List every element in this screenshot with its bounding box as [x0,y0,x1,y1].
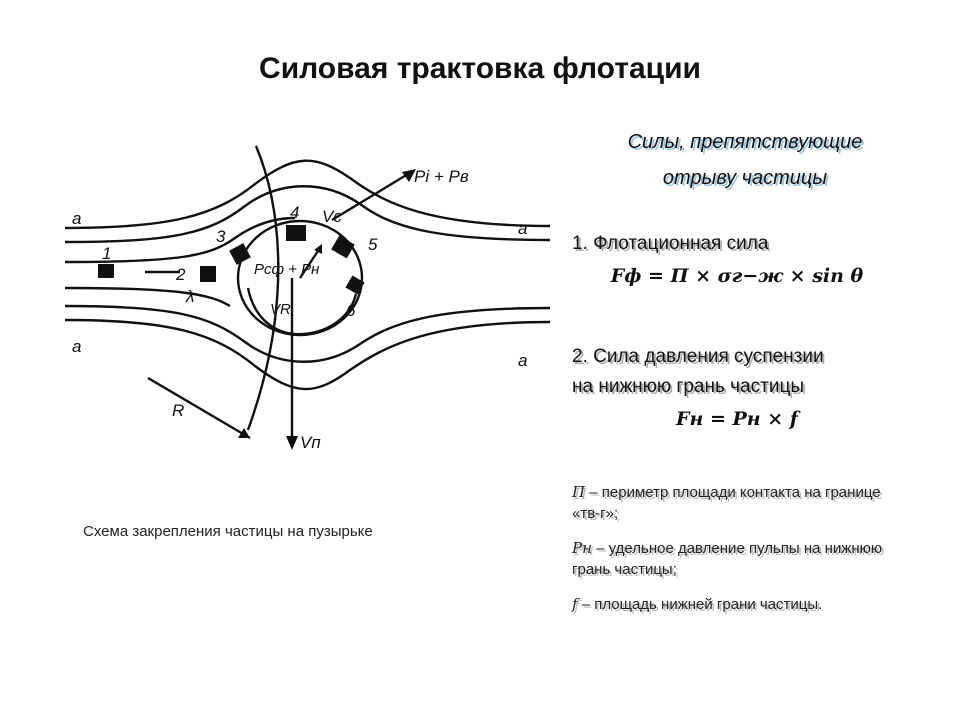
particle-6 [345,275,365,295]
force-item-2-label-line2: на нижнюю грань частицы [572,376,804,397]
definition-area: f – площадь нижней грани частицы. [572,594,902,615]
diagram-caption: Схема закрепления частицы на пузырьке [83,523,373,540]
definition-pressure-text: – удельное давление пульпы на нижнюю гра… [572,540,883,578]
slide-title: Силовая трактовка флотации [259,52,701,85]
label-pi-pv: Pi + Pв [414,167,469,186]
particle-4 [286,225,306,241]
label-a-right-bottom: a [518,351,527,370]
force-item-1-label: 1. Флотационная сила [572,233,769,254]
symbol-pressure: Pн [572,539,592,557]
pressure-force-formula: Fн = Pн × f [676,408,798,430]
symbol-perimeter: П [572,483,586,501]
label-lambda: λ [185,287,194,306]
streamline-top-2 [64,185,550,244]
definitions: П – периметр площади контакта на границе… [572,482,902,629]
label-4: 4 [290,203,299,222]
symbol-area: f [572,595,578,613]
label-6: 6 [346,301,356,320]
flotation-force-formula: Fф = П × σг−ж × sin θ [610,265,864,287]
force-item-2-label-line1: 2. Сила давления суспензии [572,346,824,367]
streamline-top-1 [64,159,550,230]
trajectory-line [246,145,280,431]
label-5: 5 [368,235,378,254]
particle-2 [200,266,216,282]
label-r: R [172,401,184,420]
label-a-left-top: a [72,209,81,228]
label-vr: VR [270,301,291,318]
streamline-bottom-1 [64,318,550,391]
streamline-top-3 [64,216,296,264]
forces-heading-line1: Силы, препятствующие [627,131,863,153]
definition-area-text: – площадь нижней грани частицы. [577,596,823,613]
label-vp: Vп [300,433,321,452]
particle-3 [229,243,251,265]
force-item-2: 2. Сила давления суспензии на нижнюю гра… [572,342,902,436]
label-a-right-top: a [518,219,527,238]
definition-perimeter: П – периметр площади контакта на границе… [572,482,902,524]
force-item-1: 1. Флотационная сила Fф = П × σг−ж × sin… [572,229,902,293]
label-1: 1 [102,244,111,263]
label-a-left-bottom: a [72,337,81,356]
streamline-bottom-2 [64,304,550,363]
label-pcf-pn: Pсф + Pн [254,261,319,278]
label-3: 3 [216,227,226,246]
forces-heading-line2: отрыву частицы [662,167,828,189]
forces-heading: Силы, препятствующие отрыву частицы [590,124,900,196]
definition-perimeter-text: – периметр площади контакта на границе «… [572,484,881,522]
definition-pressure: Pн – удельное давление пульпы на нижнюю … [572,538,902,580]
bubble-attachment-diagram: a a a a 1 2 3 4 5 6 λ Vc Pi + Pв Pсф + P… [64,145,550,452]
label-vc: Vc [322,207,342,226]
label-2: 2 [175,265,186,284]
streamline-bottom-3 [64,286,231,308]
particle-1 [98,264,114,278]
particle-5 [331,235,355,259]
bubble-inner-contour [246,287,358,336]
